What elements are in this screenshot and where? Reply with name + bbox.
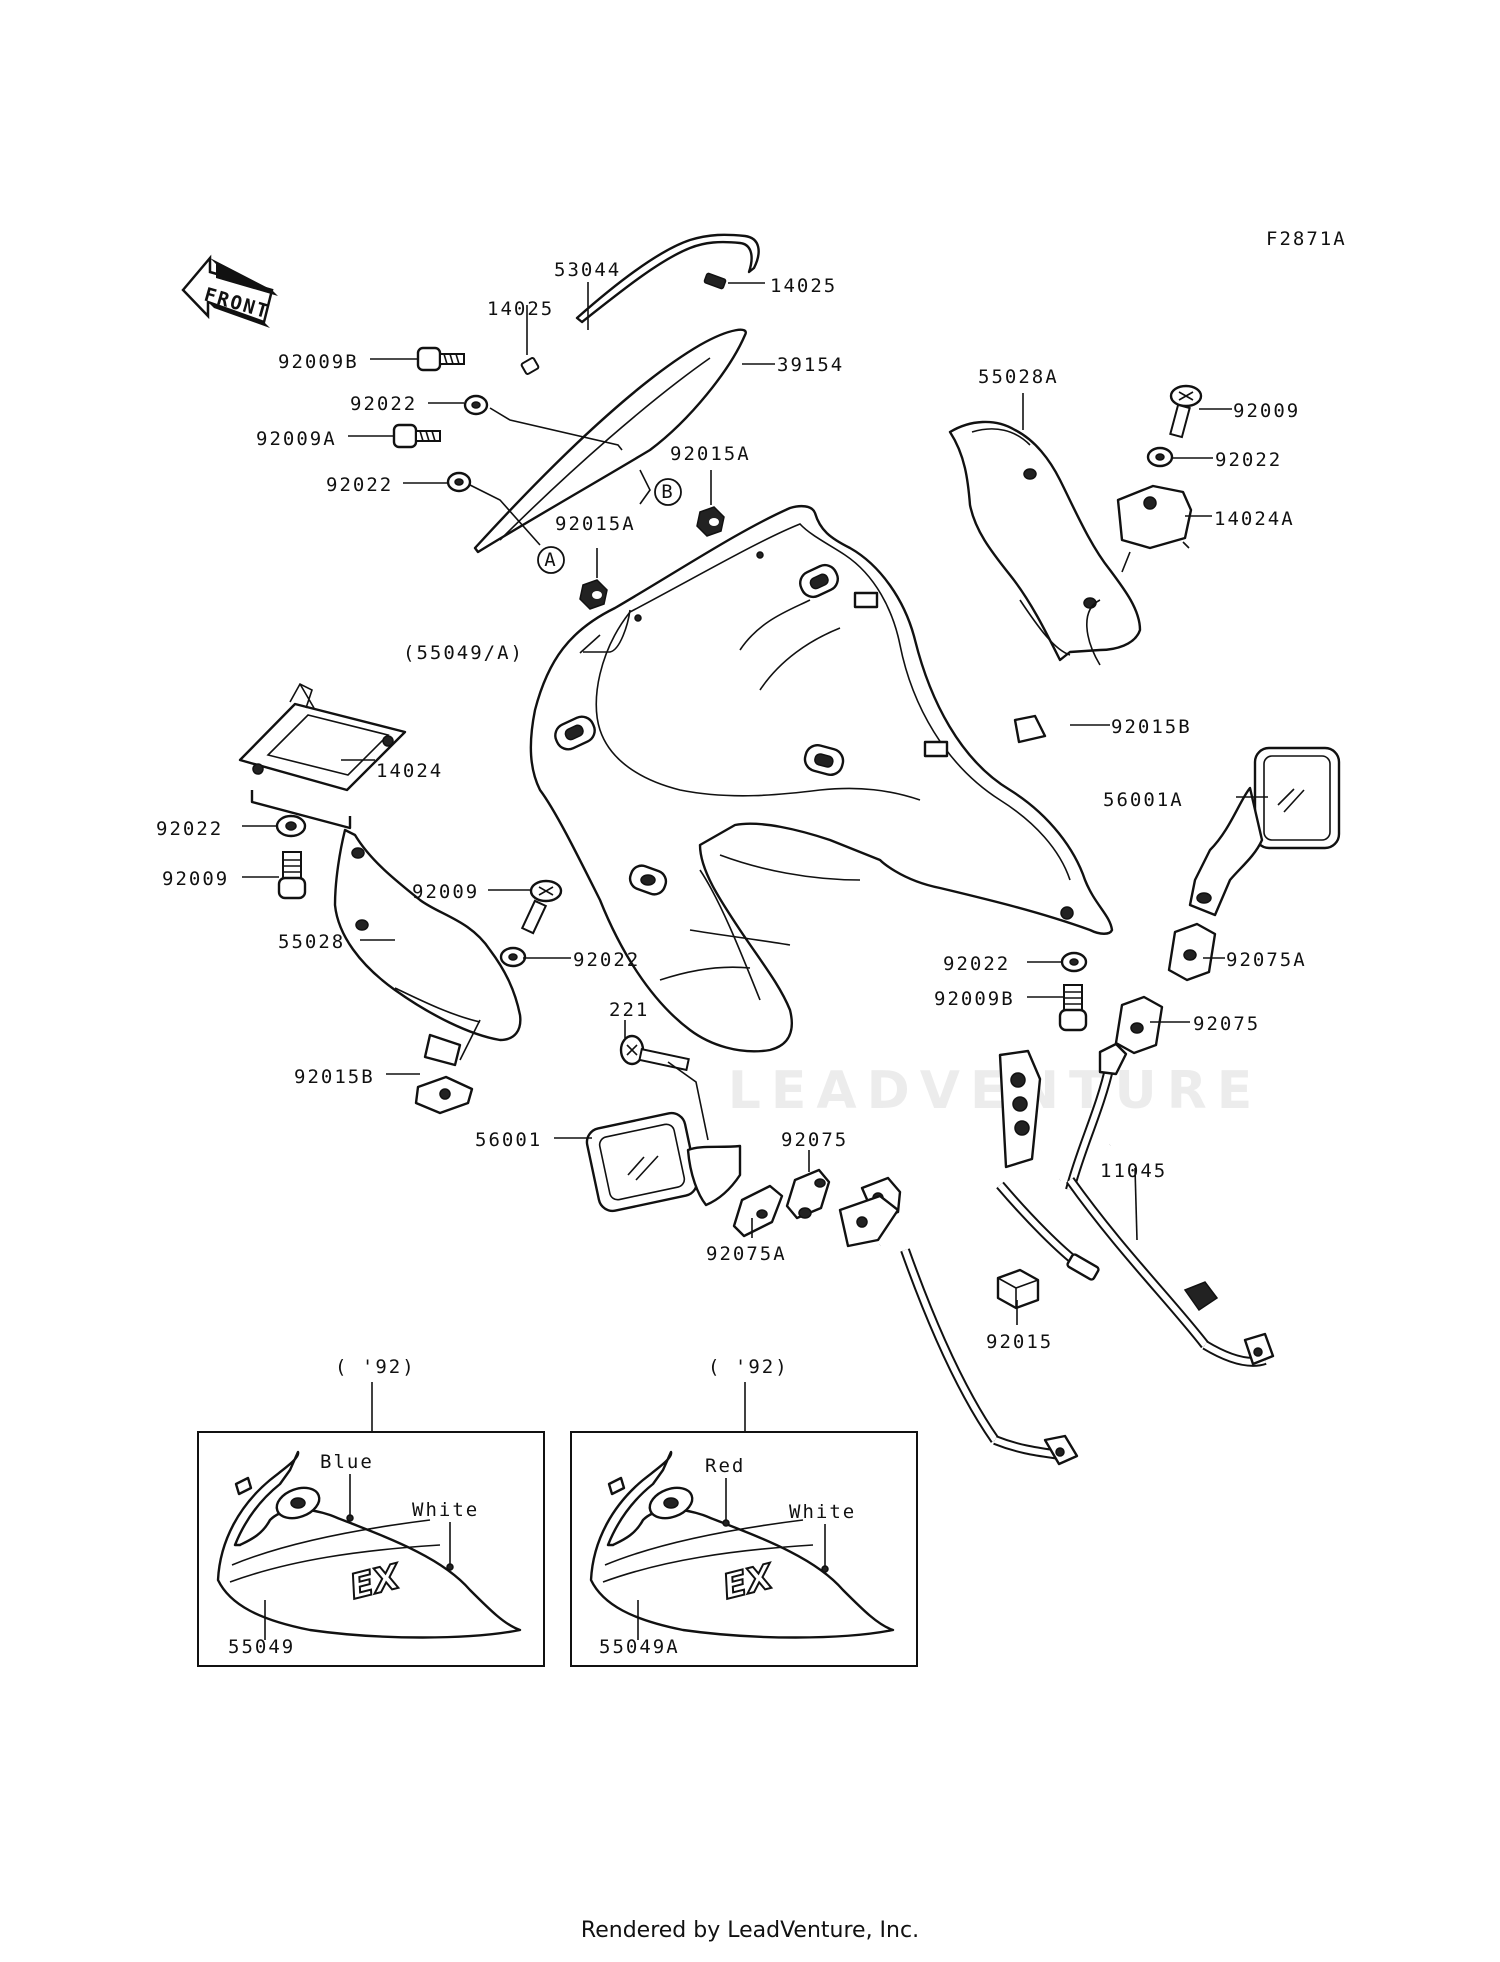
washer-92022-a-icon bbox=[463, 394, 489, 416]
part-label-92022-a: 92022 bbox=[350, 393, 417, 415]
screw-92009-l-icon bbox=[277, 851, 307, 900]
part-label-92075-m: 92075 bbox=[781, 1129, 848, 1151]
part-label-92022-b: 92022 bbox=[326, 474, 393, 496]
part-label-14024: 14024 bbox=[376, 760, 443, 782]
washer-92022-m-icon bbox=[499, 946, 527, 968]
grommet-14025-left bbox=[520, 357, 540, 375]
part-label-14025-a: 14025 bbox=[487, 298, 554, 320]
inset-left-color-upper: Blue bbox=[320, 1451, 374, 1473]
diagram-code: F2871A bbox=[1266, 228, 1347, 250]
part-label-92009-tr: 92009 bbox=[1233, 400, 1300, 422]
part-label-92022-l: 92022 bbox=[156, 818, 223, 840]
svg-text:A: A bbox=[544, 549, 557, 571]
front-arrow-icon: FRONT bbox=[181, 254, 278, 328]
screw-221-icon bbox=[619, 1034, 690, 1072]
washer-92022-r-icon bbox=[1060, 951, 1088, 973]
part-label-14024a: 14024A bbox=[1214, 508, 1295, 530]
part-label-92015a-a: 92015A bbox=[555, 513, 636, 535]
mirror-56001 bbox=[585, 1111, 742, 1213]
washer-92022-b-icon bbox=[446, 471, 472, 493]
part-label-221: 221 bbox=[609, 999, 649, 1021]
part-label-92009a: 92009A bbox=[256, 428, 337, 450]
bracket-14024 bbox=[238, 682, 407, 830]
part-label-92022-tr: 92022 bbox=[1215, 449, 1282, 471]
screw-92009-m-icon bbox=[520, 879, 563, 935]
screw-92009-tr-icon bbox=[1169, 384, 1203, 439]
screw-92009b-top-icon bbox=[416, 346, 465, 372]
inset-right-year: ( '92) bbox=[708, 1356, 789, 1378]
part-label-55049-a-main: (55049/A) bbox=[403, 642, 524, 664]
part-labels: 53044 14025 14025 39154 92009B 92022 920… bbox=[156, 259, 1307, 1353]
windshield-trim bbox=[575, 233, 760, 324]
upper-cowl bbox=[529, 504, 1114, 1053]
nut-92015a-b-icon bbox=[696, 506, 725, 537]
inset-right-color-upper: Red bbox=[705, 1455, 745, 1477]
part-label-92009b-tl: 92009B bbox=[278, 351, 359, 373]
inner-panel-55028 bbox=[333, 828, 522, 1067]
watermark: LEADVENTURE bbox=[728, 1061, 1263, 1121]
bracket-14024a bbox=[1116, 484, 1193, 573]
screw-92009b-r-icon bbox=[1058, 984, 1088, 1032]
part-label-92015b-r: 92015B bbox=[1111, 716, 1192, 738]
part-label-92075a-m: 92075A bbox=[706, 1243, 787, 1265]
part-label-92015b-l: 92015B bbox=[294, 1066, 375, 1088]
part-label-39154: 39154 bbox=[777, 354, 844, 376]
damper-92075a-r-icon bbox=[1167, 922, 1217, 982]
grommet-14025-top bbox=[703, 272, 727, 290]
part-label-92015a-b: 92015A bbox=[670, 443, 751, 465]
part-label-55028: 55028 bbox=[278, 931, 345, 953]
screw-92009a-icon bbox=[392, 423, 441, 449]
inset-right-color-lower: White bbox=[789, 1501, 856, 1523]
part-label-92009-l: 92009 bbox=[162, 868, 229, 890]
bolt-92015-icon bbox=[996, 1268, 1040, 1310]
damper-92075a-m-icon bbox=[732, 1184, 784, 1238]
inset-left: ( '92) EX Blue White 55049 bbox=[197, 1356, 545, 1667]
part-label-92009-m: 92009 bbox=[412, 881, 479, 903]
part-label-11045: 11045 bbox=[1100, 1160, 1167, 1182]
mirror-56001a bbox=[1188, 746, 1341, 917]
washer-92022-tr-icon bbox=[1146, 446, 1174, 468]
cowl-stay-11045 bbox=[838, 1042, 1275, 1466]
ref-mark-b-top: B bbox=[654, 478, 682, 506]
inner-panel-55028a bbox=[948, 420, 1142, 744]
part-label-56001a: 56001A bbox=[1103, 789, 1184, 811]
part-label-53044: 53044 bbox=[554, 259, 621, 281]
damper-92075-m-icon bbox=[785, 1168, 831, 1220]
part-label-92015: 92015 bbox=[986, 1331, 1053, 1353]
washer-92022-l-icon bbox=[275, 814, 307, 838]
clip-92015b-l-icon bbox=[414, 1075, 474, 1115]
part-label-92075-r: 92075 bbox=[1193, 1013, 1260, 1035]
svg-text:B: B bbox=[661, 481, 674, 503]
footer-credit: Rendered by LeadVenture, Inc. bbox=[580, 1918, 920, 1943]
leader-lines bbox=[242, 282, 1268, 1325]
damper-92075-r-icon bbox=[1114, 995, 1164, 1055]
inset-left-part: 55049 bbox=[228, 1636, 295, 1658]
inset-left-year: ( '92) bbox=[335, 1356, 416, 1378]
part-label-55028a: 55028A bbox=[978, 366, 1059, 388]
inset-right-part: 55049A bbox=[599, 1636, 680, 1658]
nut-92015a-a-icon bbox=[579, 579, 608, 610]
part-label-56001: 56001 bbox=[475, 1129, 542, 1151]
part-label-92022-m: 92022 bbox=[573, 949, 640, 971]
part-label-92009b-r: 92009B bbox=[934, 988, 1015, 1010]
windshield bbox=[473, 328, 747, 554]
part-label-14025-b: 14025 bbox=[770, 275, 837, 297]
part-label-92075a-r: 92075A bbox=[1226, 949, 1307, 971]
inset-left-color-lower: White bbox=[412, 1499, 479, 1521]
inset-right: ( '92) EX Red White 55049A bbox=[570, 1356, 918, 1667]
ref-mark-a-top: A bbox=[537, 546, 565, 574]
part-label-92022-r: 92022 bbox=[943, 953, 1010, 975]
